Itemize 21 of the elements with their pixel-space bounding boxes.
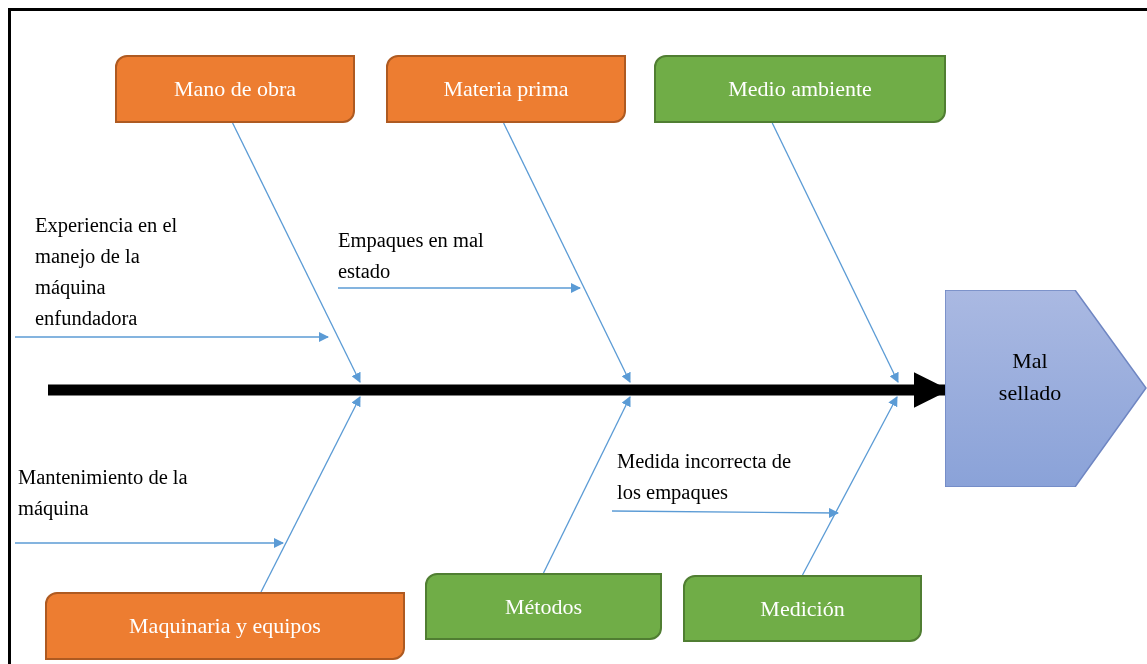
- category-box: Medición: [683, 575, 922, 642]
- category-box: Materia prima: [386, 55, 626, 123]
- arrow: [260, 396, 361, 593]
- effect-text: Mal sellado: [997, 347, 1063, 407]
- category-box: Métodos: [425, 573, 662, 640]
- arrow: [337, 283, 581, 293]
- arrow: [771, 122, 899, 383]
- arrow: [14, 538, 284, 548]
- arrow: [502, 122, 631, 383]
- cause-text: Mantenimiento de la máquina: [18, 465, 189, 522]
- category-box: Mano de obra: [115, 55, 355, 123]
- cause-text: Experiencia en el manejo de la máquina enfundadora: [35, 213, 179, 331]
- cause-text: Empaques en mal estado: [338, 228, 485, 284]
- category-box: Medio ambiente: [654, 55, 946, 123]
- arrow: [611, 507, 839, 518]
- arrow: [14, 332, 329, 342]
- cause-text: Medida incorrecta de los empaques: [617, 449, 793, 506]
- arrow: [231, 122, 361, 383]
- category-box: Maquinaria y equipos: [45, 592, 405, 660]
- arrow: [542, 396, 631, 574]
- arrow: [801, 396, 898, 576]
